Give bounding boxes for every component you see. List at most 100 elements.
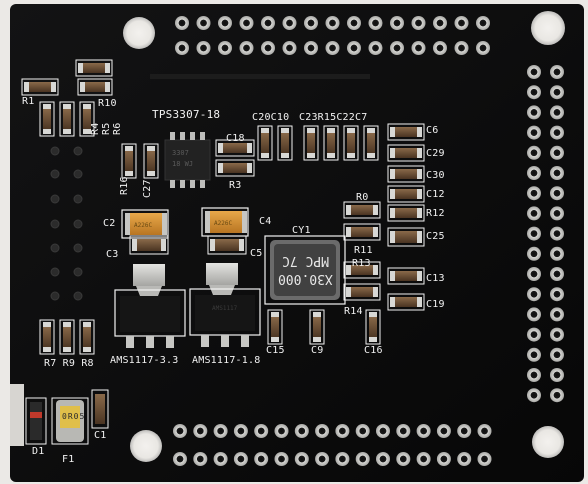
label-c5: C5 [250,248,263,259]
header-pin-right [527,145,541,160]
header-pin-bottom [294,452,309,466]
header-pin-right [527,246,541,261]
header-pin-bottom [457,424,472,438]
diode-d1 [25,397,47,445]
label-r0: R0 [356,192,369,203]
smd-passive [59,101,75,137]
header-pin-bottom [173,452,187,466]
smd-passive [215,139,255,157]
tantalum-c4 [201,207,249,237]
smd-passive [59,319,75,355]
label-c29: C29 [426,148,445,159]
label-c16: C16 [364,345,383,356]
label-ams1117-3v3: AMS1117-3.3 [110,355,179,366]
smd-passive [39,319,55,355]
header-pin-right [527,347,541,362]
header-pin-top [282,41,297,55]
header-pin-top [261,16,275,30]
smd-passive [79,319,95,355]
header-pin-top [282,16,297,30]
header-pin-top [325,41,340,55]
label-c20c10: C20C10 [252,112,290,123]
header-pin-top [476,16,490,30]
label-r11: R11 [354,245,373,256]
smd-passive [387,204,425,222]
header-pin-top [411,16,426,30]
label-r1: R1 [22,96,35,107]
smd-passive [303,125,319,161]
header-pin-right [550,186,564,201]
label-ams1117-1v8: AMS1117-1.8 [192,355,261,366]
smd-passive [215,159,255,177]
header-pin-right [550,226,564,241]
smd-passive [387,144,425,162]
header-pin-bottom [233,452,248,466]
header-pin-bottom [335,424,350,438]
smd-passive [343,201,381,219]
header-pin-bottom [477,452,492,466]
header-pin-top [196,16,211,30]
header-pin-bottom [355,424,370,438]
header-pin-top [347,16,361,30]
label-c13: C13 [426,273,445,284]
ams1117-1v8: AMS1117 [189,263,261,347]
header-pin-top [368,41,383,55]
header-pin-right [527,166,541,180]
via [50,243,60,253]
header-pin-top [261,41,275,55]
mount-hole-tl [123,17,155,49]
label-c1: C1 [94,430,107,441]
header-pin-top [218,16,232,30]
header-pin-right [527,368,541,382]
smd-passive [277,125,293,161]
via [73,267,83,277]
header-pin-bottom [173,424,187,438]
header-pin-right [550,287,564,302]
header-pin-bottom [335,452,350,466]
crystal-cy1 [264,235,346,305]
header-pin-right [550,267,564,281]
smd-passive [323,125,339,161]
ams1117-3v3 [114,264,186,348]
label-r7-r9-r8: R7 R9 R8 [44,358,94,369]
label-c2: C2 [103,218,116,229]
header-pin-right [550,65,564,79]
header-pin-top [304,41,318,55]
header-pin-right [550,166,564,180]
svg-text:3307: 3307 [172,149,189,157]
header-pin-bottom [355,452,370,466]
label-r16: R16 [119,176,130,195]
via [50,219,60,229]
header-pin-right [527,65,541,79]
header-pin-top [454,16,469,30]
header-pin-top [433,16,447,30]
smd-passive [363,125,379,161]
header-pin-right [550,388,564,403]
label-c23r15c22c7: C23R15C22C7 [299,112,368,123]
smd-passive [343,283,381,301]
header-pin-bottom [254,424,269,438]
label-cy1: CY1 [292,225,311,236]
header-pin-top [325,16,340,30]
header-pin-right [527,105,541,120]
header-pin-top [175,41,189,55]
header-pin-bottom [254,452,269,466]
header-pin-bottom [416,452,431,466]
header-pin-right [527,226,541,241]
header-pin-top [304,16,318,30]
header-pin-bottom [416,424,431,438]
header-pin-right [527,186,541,201]
crystal-marking-line1: X30.000 [278,271,333,286]
label-c27: C27 [142,179,153,198]
header-pin-top [175,16,189,30]
label-c25: C25 [426,231,445,242]
label-c30: C30 [426,170,445,181]
header-pin-top [347,41,361,55]
header-pin-right [550,145,564,160]
header-pin-top [390,41,404,55]
smd-passive [387,165,425,183]
header-pin-bottom [396,424,411,438]
label-c3: C3 [106,249,119,260]
